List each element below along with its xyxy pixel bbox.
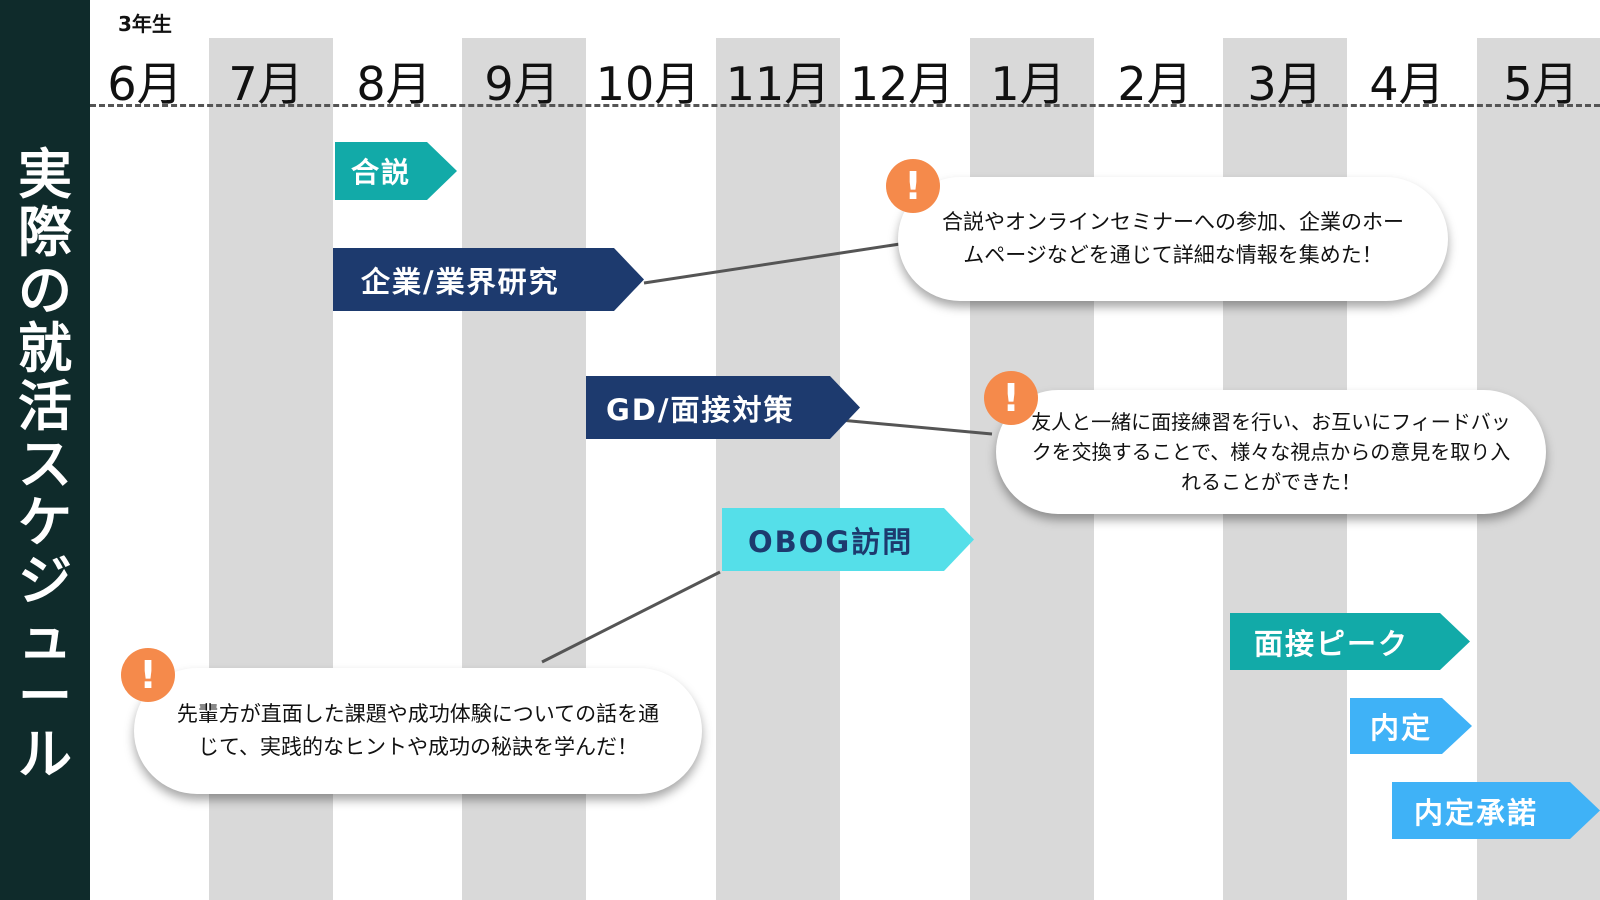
month-label: 1月 xyxy=(990,57,1066,111)
note-text: 先輩方が直面した課題や成功体験についての話を通じて、実践的なヒントや成功の秘訣を… xyxy=(176,702,660,759)
month-label: 10月 xyxy=(595,57,701,111)
alert-mark: ! xyxy=(904,164,922,208)
month-label: 11月 xyxy=(725,57,831,111)
alert-icon: ! xyxy=(886,159,940,213)
phase-gd: GD/面接対策 xyxy=(586,376,860,439)
note-research: 合説やオンラインセミナーへの参加、企業のホームページなどを通じて詳細な情報を集め… xyxy=(898,177,1448,301)
timeline-divider xyxy=(90,104,1600,107)
phase-naitei: 内定 xyxy=(1350,698,1472,754)
month-label: 4月 xyxy=(1369,57,1445,111)
phase-mensetsu-peak: 面接ピーク xyxy=(1230,613,1470,670)
month-label: 2月 xyxy=(1117,57,1193,111)
note-text: 合説やオンラインセミナーへの参加、企業のホームページなどを通じて詳細な情報を集め… xyxy=(942,210,1404,267)
note-practice: 友人と一緒に面接練習を行い、お互いにフィードバックを交換することで、様々な視点か… xyxy=(996,390,1546,514)
phase-obog: OBOG訪問 xyxy=(722,508,974,571)
phase-naitei-shoudaku: 内定承諾 xyxy=(1392,782,1600,839)
year-label: 3年生 xyxy=(118,12,172,36)
phase-label: 面接ピーク xyxy=(1254,626,1410,661)
month-label: 8月 xyxy=(356,57,432,111)
connector-practice xyxy=(839,418,993,436)
month-label: 6月 xyxy=(107,57,183,111)
phase-label: 内定承諾 xyxy=(1414,795,1539,830)
phase-label: GD/面接対策 xyxy=(606,392,795,427)
phase-gousetsu: 合説 xyxy=(335,142,457,200)
phase-label: 合説 xyxy=(351,156,412,189)
alert-icon: ! xyxy=(984,371,1038,425)
phase-kigyou: 企業/業界研究 xyxy=(333,248,644,311)
note-obog: 先輩方が直面した課題や成功体験についての話を通じて、実践的なヒントや成功の秘訣を… xyxy=(134,668,702,794)
month-label: 3月 xyxy=(1247,57,1323,111)
month-label: 12月 xyxy=(849,57,955,111)
note-text: 友人と一緒に面接練習を行い、お互いにフィードバックを交換することで、様々な視点か… xyxy=(1031,410,1511,494)
month-label: 5月 xyxy=(1503,57,1579,111)
alert-mark: ! xyxy=(139,653,157,697)
connector-obog xyxy=(541,570,721,664)
alert-mark: ! xyxy=(1002,376,1020,420)
connector-research xyxy=(643,242,901,285)
phase-label: 企業/業界研究 xyxy=(361,264,560,299)
phase-label: OBOG訪問 xyxy=(748,524,914,559)
month-label: 7月 xyxy=(228,57,304,111)
page-title: 実 際 の 就 活 ス ケ ジ ュ ー ル xyxy=(0,88,90,784)
stripe-nov xyxy=(716,38,840,900)
month-label: 9月 xyxy=(484,57,560,111)
page-title-text: 実 際 の 就 活 ス ケ ジ ュ ー ル xyxy=(18,143,72,786)
alert-icon: ! xyxy=(121,648,175,702)
phase-label: 内定 xyxy=(1370,711,1433,745)
sidebar: 実 際 の 就 活 ス ケ ジ ュ ー ル xyxy=(0,0,90,900)
